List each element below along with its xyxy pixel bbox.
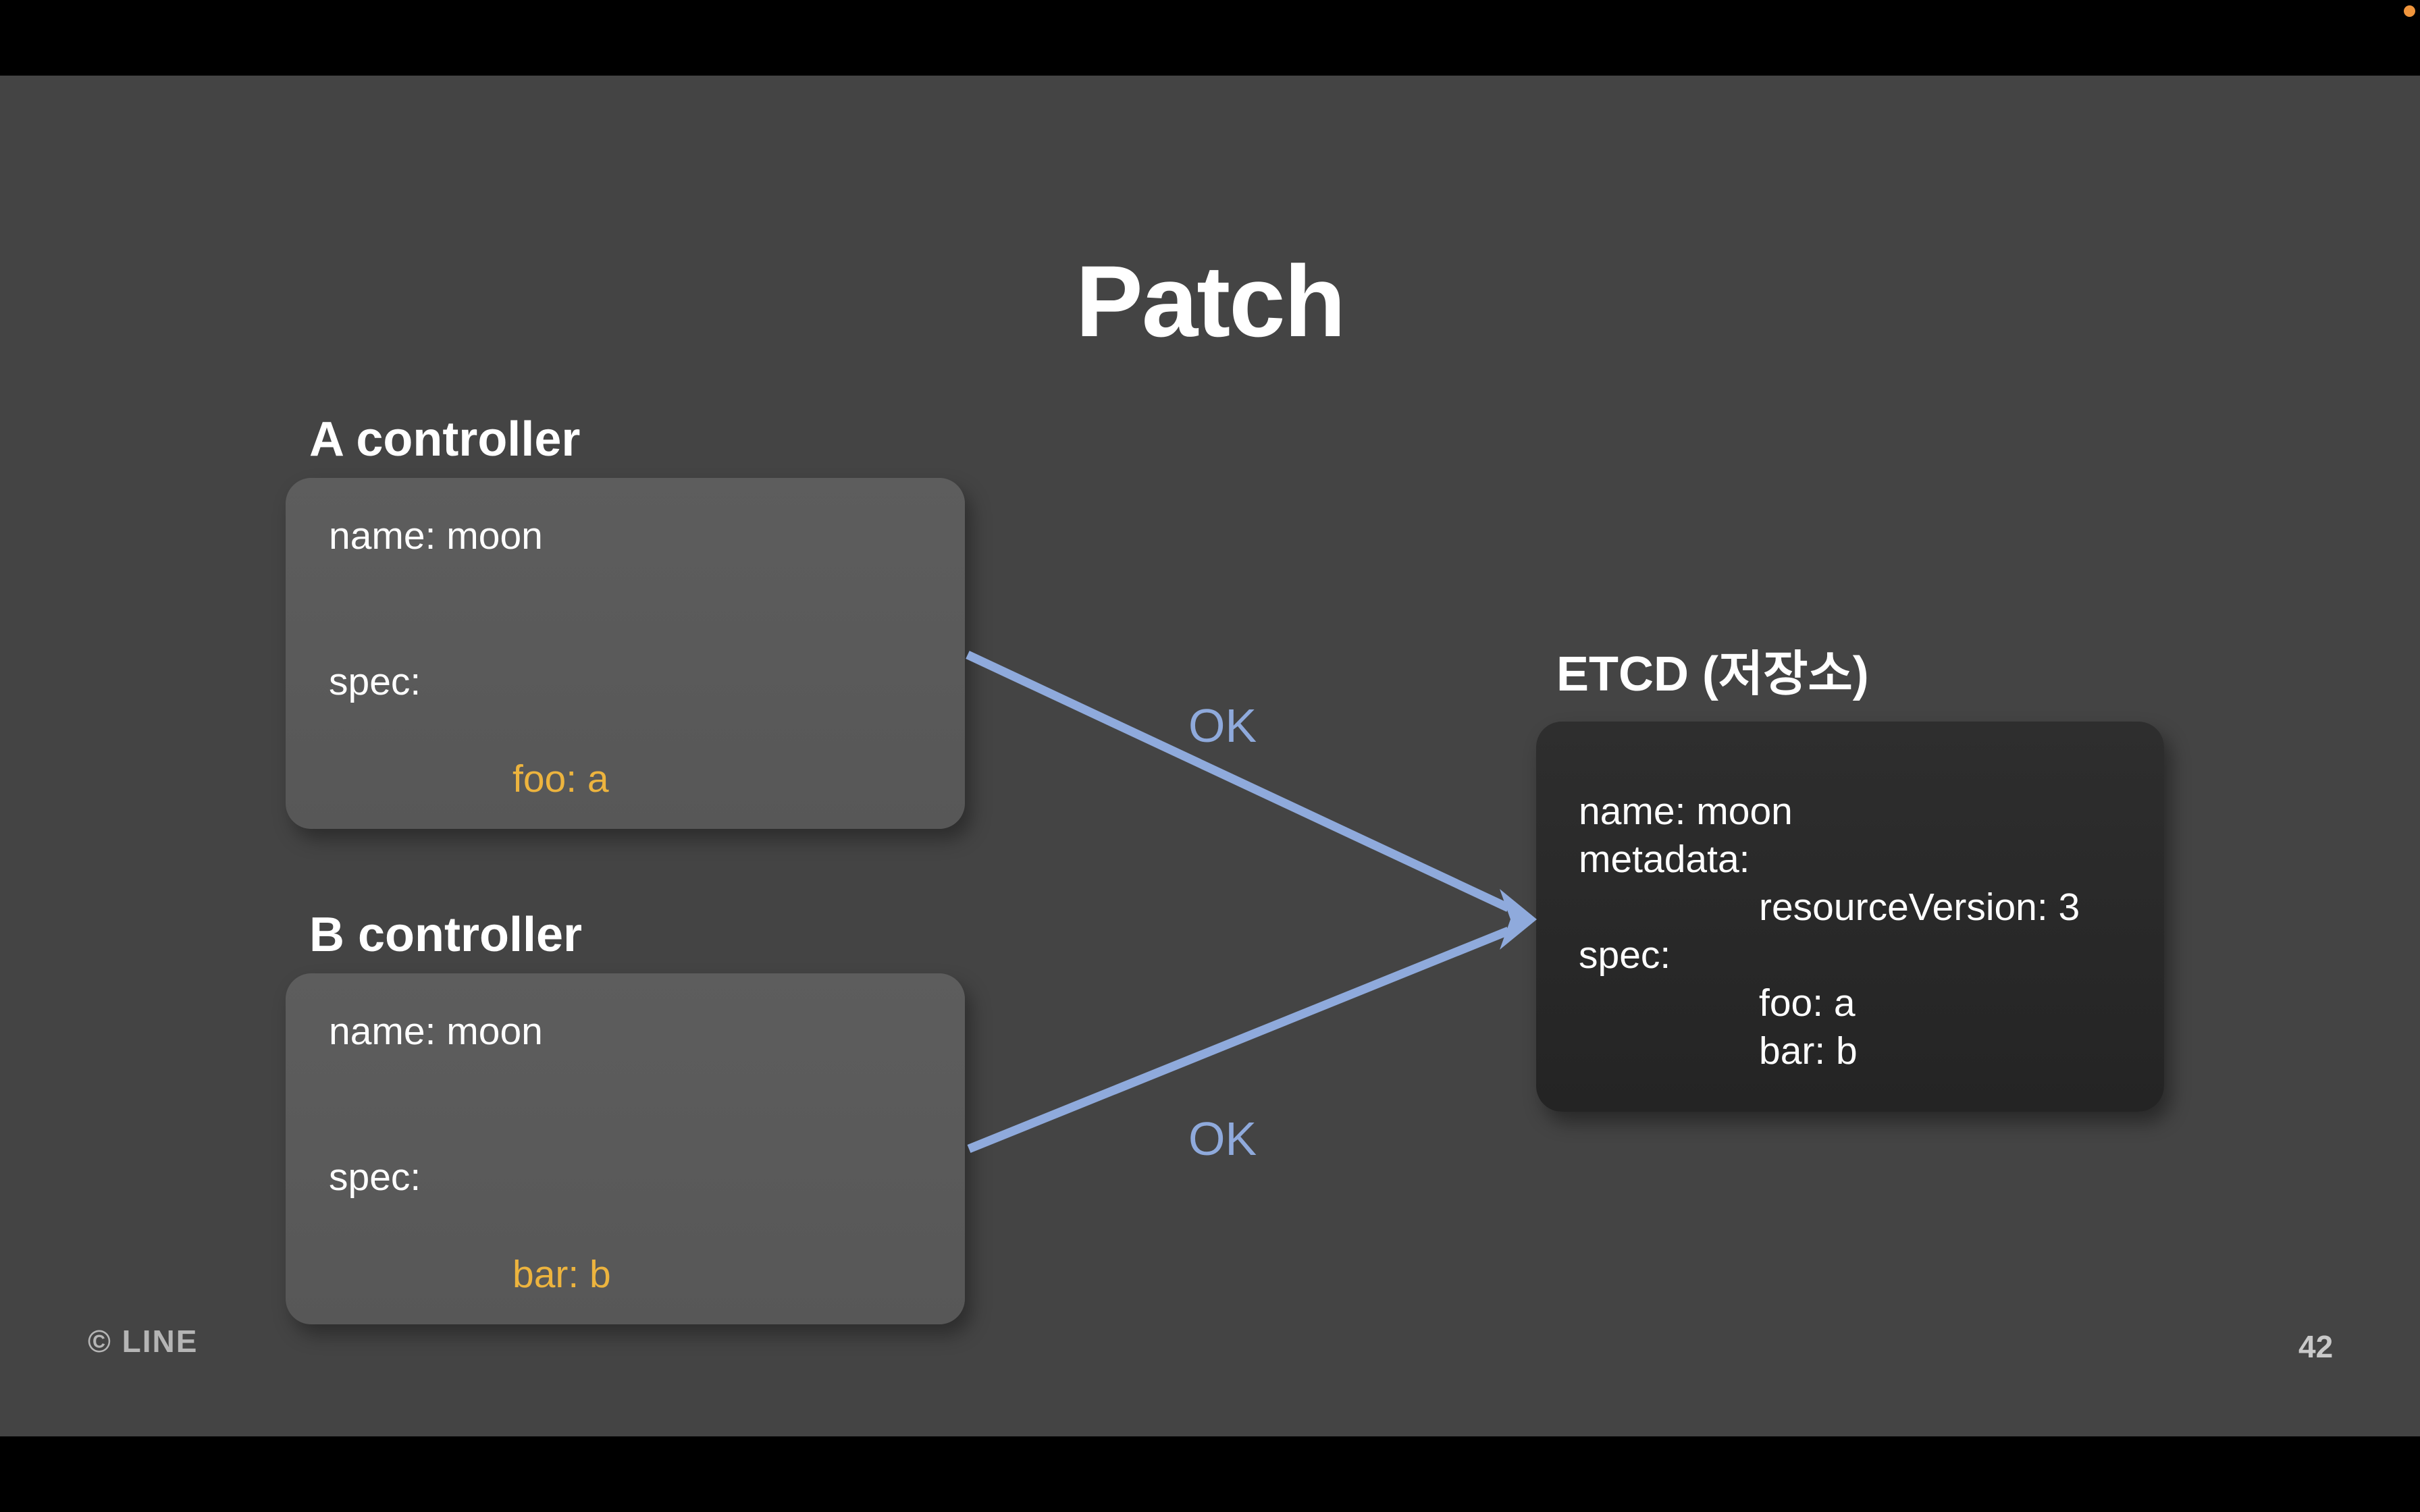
etcd-heading: ETCD (저장소) <box>1556 647 1869 701</box>
etcd-line-resourceversion: resourceVersion: 3 <box>1759 886 2080 929</box>
controller-a-value-line: foo: a <box>512 757 609 801</box>
etcd-line-foo: foo: a <box>1759 981 1856 1025</box>
controller-b-box: name: moon spec: bar: b <box>286 973 965 1324</box>
letterbox-bottom <box>0 1436 2420 1512</box>
controller-a-spec-line: spec: <box>329 660 421 703</box>
etcd-yaml-block: name: moon metadata: resourceVersion: 3 … <box>1579 788 2144 1075</box>
etcd-line-name: name: moon <box>1579 790 1793 833</box>
letterbox-top <box>0 0 2420 76</box>
controller-b-heading: B controller <box>309 908 583 962</box>
controller-a-name-line: name: moon <box>329 514 543 558</box>
arrowhead-icon <box>1500 889 1537 950</box>
arrow-line-a-to-etcd <box>966 651 1510 912</box>
controller-b-spec-line: spec: <box>329 1156 421 1199</box>
slide-title: Patch <box>1075 244 1346 358</box>
controller-a-box: name: moon spec: foo: a <box>286 478 965 829</box>
arrow-label-ok-top: OK <box>1188 699 1257 752</box>
controller-b-value-line: bar: b <box>512 1253 611 1296</box>
line-logo: © LINE <box>88 1324 199 1359</box>
controller-a-heading: A controller <box>309 412 581 466</box>
etcd-line-spec: spec: <box>1579 934 1671 977</box>
arrow-label-ok-bottom: OK <box>1188 1112 1257 1165</box>
recording-dot-icon <box>2404 5 2415 17</box>
etcd-line-bar: bar: b <box>1759 1029 1858 1073</box>
controller-b-name-line: name: moon <box>329 1010 543 1053</box>
etcd-box: name: moon metadata: resourceVersion: 3 … <box>1536 722 2164 1112</box>
page-number: 42 <box>2298 1329 2334 1364</box>
slide-canvas: Patch A controller name: moon spec: foo:… <box>0 76 2420 1436</box>
etcd-line-metadata: metadata: <box>1579 838 1750 881</box>
